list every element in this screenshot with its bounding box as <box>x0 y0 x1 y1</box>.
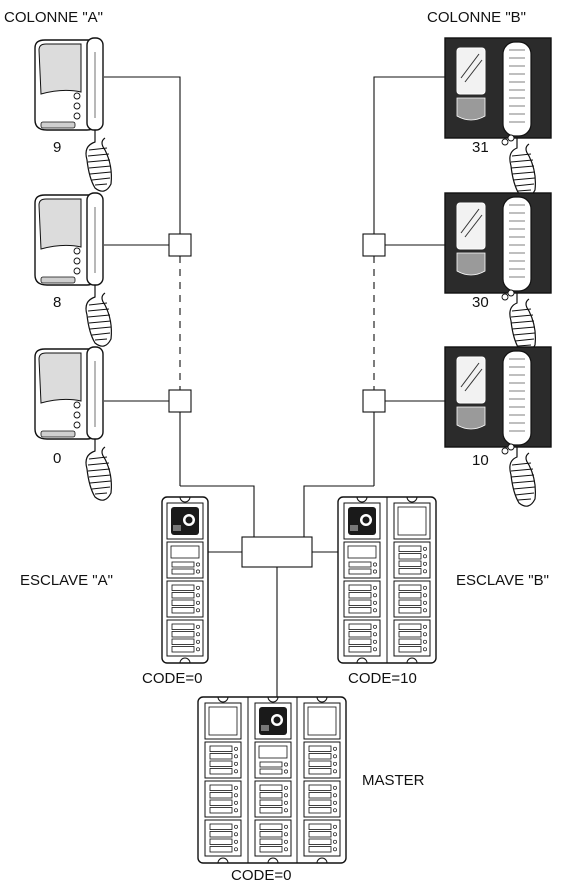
slave-panel-a <box>161 496 209 664</box>
slave-a-code: CODE=0 <box>142 670 202 687</box>
master-label: MASTER <box>362 772 425 789</box>
slave-b-code: CODE=10 <box>348 670 417 687</box>
slave-a-label: ESCLAVE "A" <box>20 572 113 589</box>
master-code: CODE=0 <box>231 867 291 883</box>
central-junction <box>208 536 338 697</box>
wiring-column-a <box>104 76 255 544</box>
unit-label-a-8: 8 <box>53 294 61 311</box>
column-b-title: COLONNE "B" <box>427 9 526 26</box>
handset-a-0 <box>34 346 113 501</box>
slave-b-label: ESCLAVE "B" <box>456 572 549 589</box>
handset-b-30 <box>444 192 552 353</box>
slave-panel-b <box>337 496 437 664</box>
handset-a-8 <box>34 192 113 347</box>
handset-b-31 <box>444 37 552 198</box>
unit-label-a-9: 9 <box>53 139 61 156</box>
unit-label-b-30: 30 <box>472 294 489 311</box>
handset-b-10 <box>444 346 552 507</box>
unit-label-b-10: 10 <box>472 452 489 469</box>
master-panel <box>197 696 347 864</box>
handset-a-9 <box>34 37 113 192</box>
wiring-column-b <box>303 76 445 544</box>
unit-label-b-31: 31 <box>472 139 489 156</box>
unit-label-a-0: 0 <box>53 450 61 467</box>
column-a-title: COLONNE "A" <box>4 9 103 26</box>
